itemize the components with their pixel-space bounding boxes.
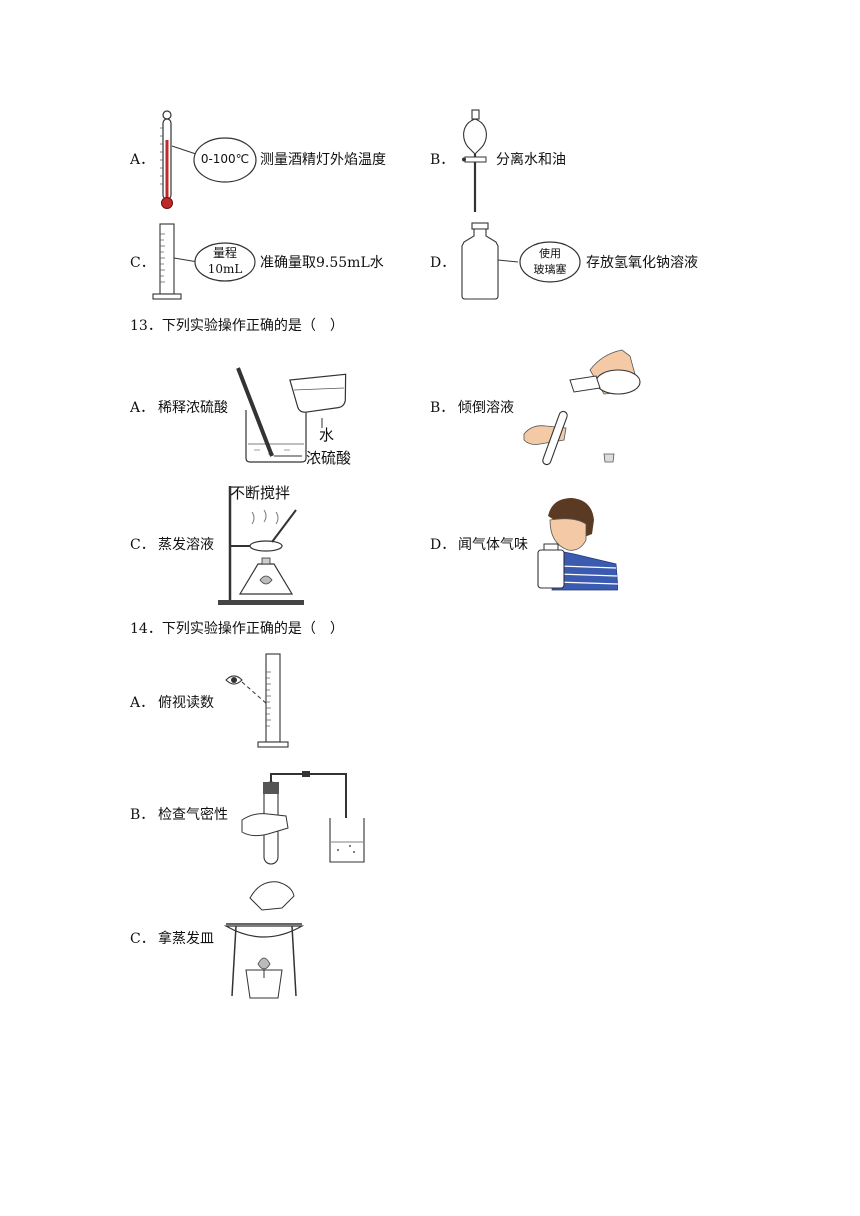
airtightness-check-figure: [241, 771, 365, 865]
dilute-acid-figure: [236, 367, 347, 463]
q12-option-c-letter: C．: [130, 255, 155, 271]
cylinder-range-label-top: 量程: [212, 246, 237, 260]
evaporating-dish-figure: [223, 881, 305, 999]
label-concentrated-acid: 浓硫酸: [306, 449, 352, 467]
thermometer-figure: [160, 110, 257, 209]
q13-option-a-text: 稀释浓硫酸: [158, 400, 228, 416]
q14-option-a-text: 俯视读数: [158, 695, 214, 711]
q13-option-d-letter: D．: [430, 537, 456, 553]
label-keep-stirring: 不断搅拌: [230, 484, 291, 502]
q13-option-c-letter: C．: [130, 537, 155, 553]
cylinder-range-label-bottom: 10mL: [207, 262, 243, 276]
q12-option-d-text: 存放氢氧化钠溶液: [586, 255, 698, 271]
separatory-funnel-figure: [462, 109, 487, 212]
q12-option-b-text: 分离水和油: [496, 152, 566, 168]
q13-option-c-text: 蒸发溶液: [158, 537, 214, 553]
q12-option-c-text: 准确量取9.55mL水: [260, 255, 384, 271]
bottle-stopper-label-bottom: 玻璃塞: [533, 263, 567, 276]
pouring-liquid-figure: [523, 349, 641, 466]
q13-option-a-letter: A．: [130, 400, 155, 416]
q14-option-c-letter: C．: [130, 931, 155, 947]
q13-stem: 13．下列实验操作正确的是（ ）: [130, 318, 344, 334]
reagent-bottle-figure: [461, 222, 581, 300]
graduated-cylinder-figure: [152, 223, 256, 300]
q12-option-d-letter: D．: [430, 255, 456, 271]
q14-option-b-text: 检查气密性: [158, 807, 228, 823]
thermometer-range-label: 0-100℃: [200, 152, 250, 166]
q14-option-b-letter: B．: [130, 807, 155, 823]
q13-option-b-letter: B．: [430, 400, 455, 416]
q13-option-d-text: 闻气体气味: [458, 537, 528, 553]
q13-option-b-text: 倾倒溶液: [458, 400, 514, 416]
q14-option-c-text: 拿蒸发皿: [158, 931, 214, 947]
bottle-stopper-label-top: 使用: [539, 247, 561, 260]
label-water: 水: [319, 426, 335, 444]
q12-option-a-letter: A．: [130, 152, 155, 168]
q12-option-b-letter: B．: [430, 152, 455, 168]
q14-stem: 14．下列实验操作正确的是（ ）: [130, 621, 344, 637]
q12-option-a-text: 测量酒精灯外焰温度: [260, 152, 386, 168]
evaporation-figure: [218, 486, 304, 605]
smelling-gas-figure: [537, 498, 618, 591]
q14-option-a-letter: A．: [130, 695, 155, 711]
cylinder-reading-figure: [225, 653, 289, 748]
